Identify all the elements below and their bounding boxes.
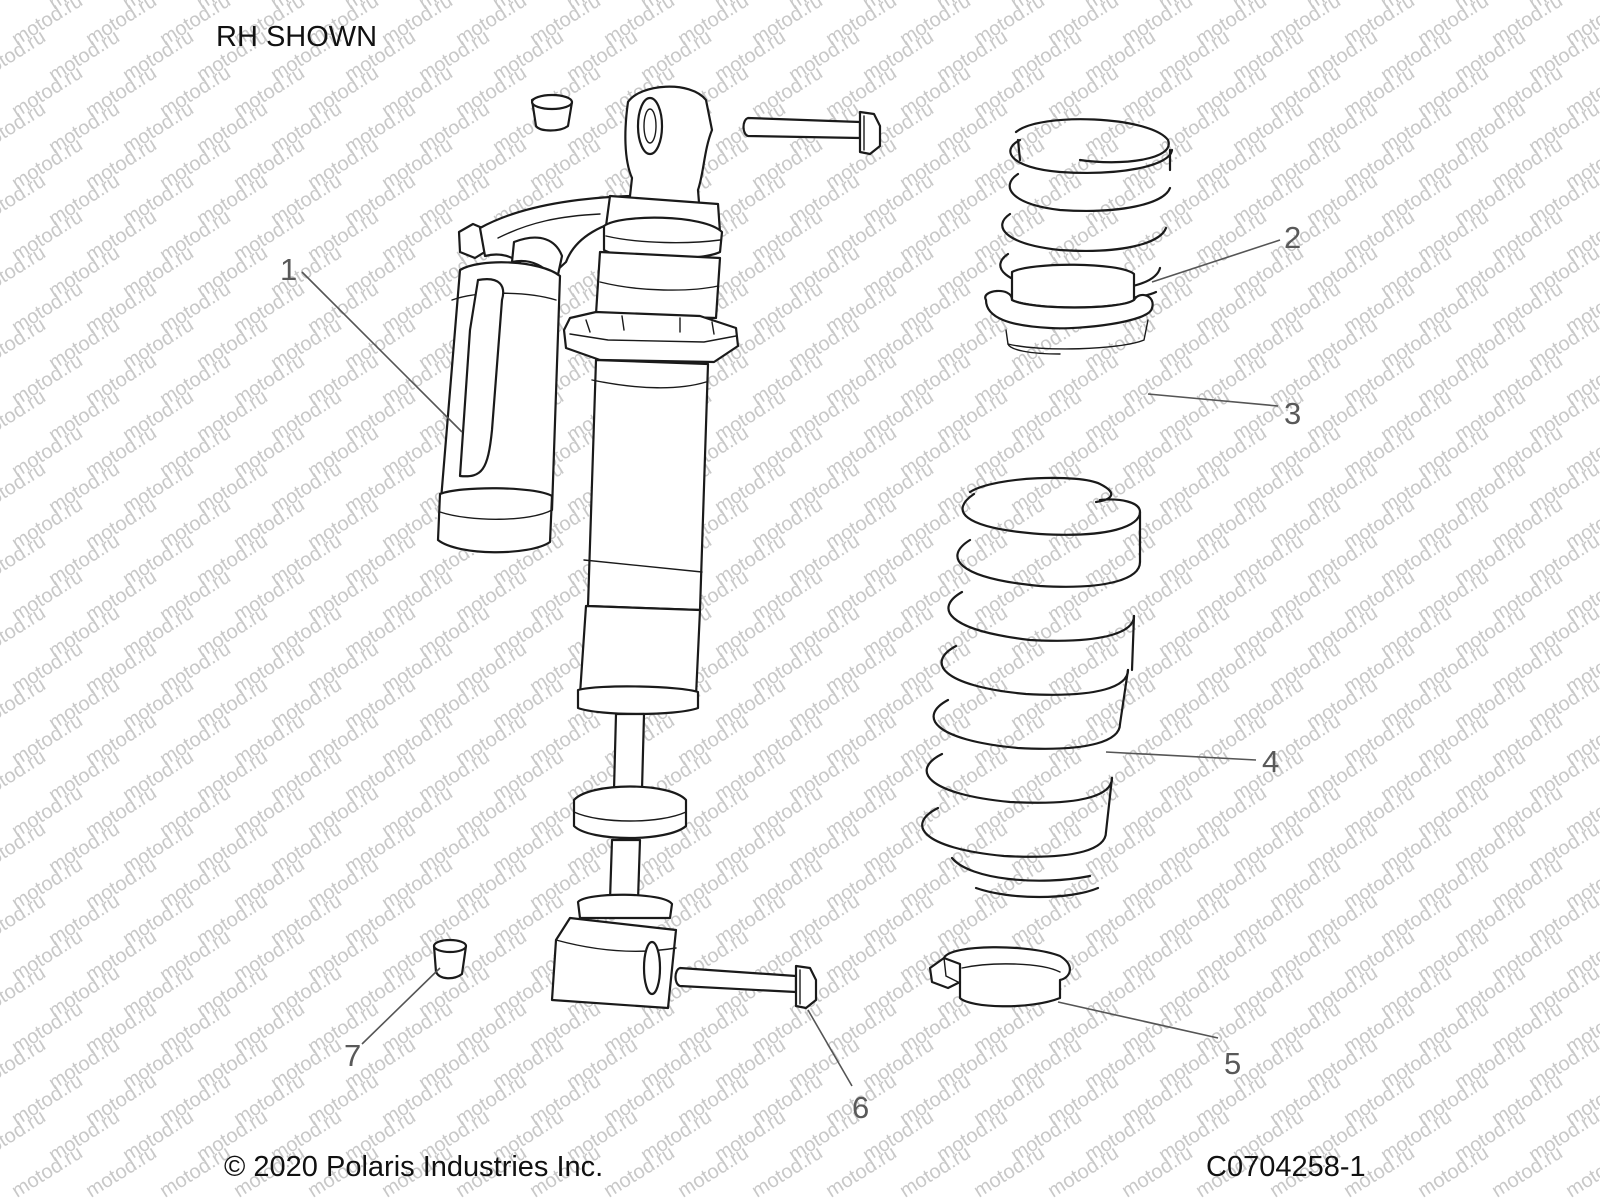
watermark-text: motod.ru	[0, 962, 50, 1022]
callout-2: 2	[1284, 220, 1301, 255]
watermark-text: motod.ru	[0, 890, 50, 950]
main-spring	[921, 476, 1142, 899]
callout-7: 7	[344, 1038, 361, 1073]
leader-5	[1057, 1001, 1219, 1039]
leader-3	[1147, 393, 1279, 407]
callout-numbers: 1 2 3 4 5 6 7	[280, 220, 1301, 1125]
view-note: RH SHOWN	[216, 21, 377, 53]
callout-6: 6	[852, 1090, 869, 1125]
watermark-text: motod.ru	[0, 314, 50, 374]
lower-spring-seat	[928, 946, 1071, 1008]
watermark-text: motod.ru	[0, 674, 50, 734]
watermark-text: motod.ru	[0, 98, 50, 158]
watermark-text: motod.ru	[0, 1106, 50, 1166]
copyright-notice: © 2020 Polaris Industries Inc.	[224, 1151, 603, 1183]
leader-1	[301, 271, 463, 433]
watermark-text: motod.ru	[0, 530, 50, 590]
bushing-upper	[530, 93, 574, 132]
callout-3: 3	[1284, 396, 1301, 431]
watermark-text: motod.ru	[0, 386, 50, 446]
watermark-text: motod.ru	[1562, 1142, 1600, 1200]
watermark-text: motod.ru	[0, 602, 50, 662]
watermark-text: motod.ru	[0, 818, 50, 878]
shock-absorber	[436, 85, 740, 1010]
watermark-text: motod.ru	[0, 26, 50, 86]
leader-lines	[301, 239, 1281, 1087]
upper-spring	[999, 118, 1174, 302]
spring-adapter	[984, 263, 1154, 355]
watermark-text: motod.ru	[0, 746, 50, 806]
leader-6	[807, 1009, 853, 1087]
watermark-text: motod.ru	[0, 170, 50, 230]
bushing	[432, 938, 468, 980]
leader-4	[1105, 751, 1257, 761]
mounting-bolt	[674, 964, 818, 1010]
mounting-bolt-upper	[742, 110, 882, 156]
callout-5: 5	[1224, 1046, 1241, 1081]
figure-id: C0704258-1	[1206, 1151, 1366, 1183]
leader-2	[1151, 239, 1281, 283]
callout-4: 4	[1262, 744, 1279, 779]
callout-1: 1	[280, 252, 297, 287]
watermark-text: motod.ru	[0, 458, 50, 518]
watermark-text: motod.ru	[0, 242, 50, 302]
leader-7	[361, 967, 441, 1045]
watermark-text: motod.ru	[0, 1034, 50, 1094]
